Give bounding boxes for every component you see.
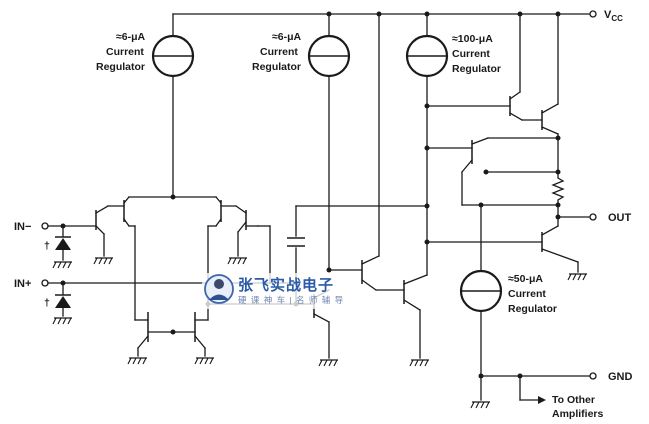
watermark-avatar-icon [204, 274, 234, 304]
other-amplifiers-label: To Other Amplifiers [552, 394, 604, 420]
regulator-2-line2: Regulator [252, 61, 301, 73]
watermark: 张飞实战电子 硬 课 神 车 | 名 师 辅 导 [202, 273, 352, 309]
svg-text:VCC: VCC [604, 9, 623, 23]
regulator-3-line1: Current [452, 48, 490, 60]
in-minus-input [41, 222, 97, 269]
regulator-3-label: ≈100-μA Current Regulator [452, 33, 501, 75]
vcc-label: VCC [604, 9, 623, 23]
output-darlington-high [509, 13, 561, 173]
regulator-4-line2: Regulator [508, 303, 557, 315]
short-circuit-resistor [551, 171, 565, 206]
vcc-rail [172, 10, 597, 18]
darlington-gain-stage [326, 13, 430, 367]
watermark-title: 张飞实战电子 [238, 276, 334, 294]
other-amplifiers-line2: Amplifiers [552, 408, 604, 420]
gnd-label: GND [608, 371, 633, 383]
regulator-1-line1: Current [106, 46, 144, 58]
diode-mark-lower: † [44, 297, 50, 309]
vcc-label-subscript: CC [611, 14, 623, 23]
current-regulator-1 [151, 13, 195, 198]
current-mirror-load [127, 301, 297, 365]
regulator-3-line2: Regulator [452, 63, 501, 75]
vcc-label-main: V [604, 9, 612, 21]
regulator-1-line2: Regulator [96, 61, 145, 73]
regulator-4-value: ≈50-μA [508, 273, 543, 285]
watermark-subtitle: 硬 课 神 车 | 名 师 辅 导 [238, 295, 344, 305]
in-plus-follower [220, 205, 271, 284]
current-regulator-4 [459, 204, 503, 377]
input-transistor-left [123, 196, 136, 321]
regulator-1-value: ≈6-μA [116, 31, 146, 43]
regulator-4-label: ≈50-μA Current Regulator [508, 273, 557, 315]
other-amplifiers-line1: To Other [552, 394, 595, 406]
current-regulator-2 [307, 13, 351, 271]
in-minus-follower [93, 205, 125, 265]
current-regulator-3 [405, 13, 449, 276]
out-label: OUT [608, 212, 632, 224]
output-bias-network [424, 103, 561, 245]
regulator-2-value: ≈6-μA [272, 31, 302, 43]
regulator-4-line1: Current [508, 288, 546, 300]
regulator-3-value: ≈100-μA [452, 33, 493, 45]
regulator-2-line1: Current [260, 46, 298, 58]
regulator-2-label: ≈6-μA Current Regulator [252, 31, 302, 73]
gnd-rail [470, 372, 597, 409]
input-pair-tail [128, 194, 217, 200]
output-transistor-low [541, 216, 588, 281]
output-node [555, 204, 597, 221]
diode-mark-upper: † [44, 240, 50, 252]
regulator-1-label: ≈6-μA Current Regulator [96, 31, 146, 73]
in-plus-label: IN+ [14, 278, 31, 290]
in-minus-label: IN− [14, 221, 31, 233]
other-amplifiers-arrow [519, 375, 546, 404]
